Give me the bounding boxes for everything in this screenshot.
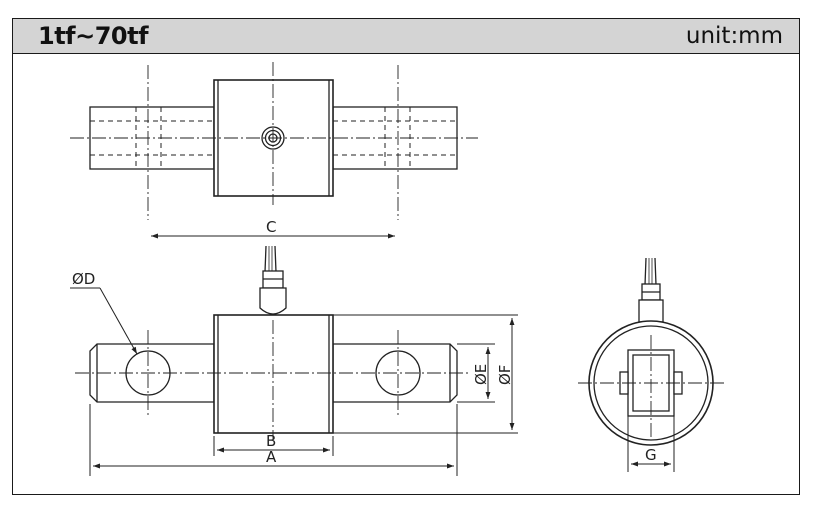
range-title: 1tf~70tf [38, 22, 149, 50]
drawing-frame: 1tf~70tf unit:mm [12, 18, 800, 495]
dimension-e-f [333, 314, 518, 434]
unit-label: unit:mm [685, 23, 783, 49]
side-view [578, 257, 726, 446]
connector-outer-ring [261, 126, 285, 150]
dimension-g [627, 416, 675, 472]
header-bar: 1tf~70tf unit:mm [13, 19, 799, 54]
dimension-b [213, 436, 334, 456]
front-view [75, 245, 470, 440]
label-e: ØE [472, 364, 490, 385]
front-body [213, 314, 334, 434]
dimension-a [89, 404, 458, 476]
label-g: G [645, 446, 657, 464]
label-a: A [266, 448, 277, 466]
label-d: ØD [72, 270, 95, 288]
dimension-d [70, 287, 138, 355]
side-inner-circle [593, 325, 709, 441]
label-f: ØF [496, 365, 514, 385]
top-view [70, 62, 478, 220]
right-mount-hole [375, 350, 421, 396]
label-b: B [266, 432, 276, 450]
top-left-arm [89, 106, 215, 170]
label-c: C [266, 218, 276, 236]
